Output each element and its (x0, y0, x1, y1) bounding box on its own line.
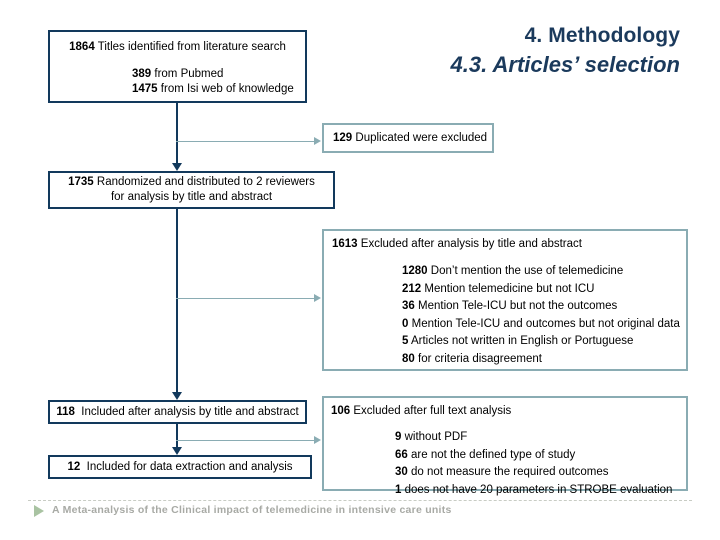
arrow-right-icon (314, 137, 321, 145)
included-title-abstract-row: 118 Included after analysis by title and… (56, 405, 298, 420)
full-text-exclusion-reason-label: does not have 20 parameters in STROBE ev… (404, 483, 673, 496)
titles-identified-heading: 1864 Titles identified from literature s… (50, 40, 305, 55)
full-text-exclusion-reason-label: without PDF (404, 431, 468, 443)
excluded-full-text-count: 106 (331, 405, 351, 417)
connector-to-excluded-full-text (176, 440, 315, 441)
connector-to-excluded-title-abstract (176, 298, 315, 299)
flow-box-duplicated-excluded: 129 Duplicated were excluded (322, 123, 494, 153)
footer-divider (28, 500, 692, 501)
full-text-exclusion-reason-row: 66 are not the defined type of study (395, 447, 686, 465)
title-line-methodology: 4. Methodology (524, 24, 680, 47)
flow-box-titles-identified: 1864 Titles identified from literature s… (48, 30, 307, 103)
page-title: 4. Methodology 4.3. Articles’ selection (360, 24, 680, 78)
included-title-abstract-label: Included after analysis by title and abs… (81, 405, 299, 418)
included-extraction-label: Included for data extraction and analysi… (86, 460, 293, 473)
excluded-full-text-heading: 106 Excluded after full text analysis (324, 398, 686, 419)
source-pubmed-count: 389 (132, 68, 152, 80)
title-line-subsection: 4.3. Articles’ selection (450, 52, 680, 77)
excluded-full-text-label: Excluded after full text analysis (353, 405, 512, 417)
exclusion-reason-row: 1280 Don’t mention the use of telemedici… (402, 263, 686, 281)
duplicated-excluded-count: 129 (333, 132, 353, 144)
exclusion-reason-row: 0 Mention Tele-ICU and outcomes but not … (402, 316, 686, 334)
source-isi-count: 1475 (132, 83, 158, 95)
included-extraction-row: 12 Included for data extraction and anal… (67, 460, 292, 475)
randomized-label-line1: Randomized and distributed to 2 reviewer… (96, 176, 315, 188)
full-text-exclusion-reason-row: 9 without PDF (395, 429, 686, 447)
footer-caption: A Meta-analysis of the Clinical impact o… (52, 504, 452, 516)
titles-identified-label: Titles identified from literature search (97, 41, 286, 53)
randomized-label-line2: for analysis by title and abstract (110, 191, 273, 203)
full-text-exclusion-reason-row: 1 does not have 20 parameters in STROBE … (395, 482, 686, 500)
randomized-text: 1735 Randomized and distributed to 2 rev… (68, 175, 315, 205)
duplicated-excluded-label: Duplicated were excluded (355, 132, 488, 144)
arrow-down-icon (172, 447, 182, 455)
flow-box-excluded-after-title-abstract: 1613 Excluded after analysis by title an… (322, 229, 688, 371)
randomized-count: 1735 (68, 176, 94, 188)
source-row-isi: 1475 from Isi web of knowledge (132, 82, 305, 97)
flow-box-excluded-after-full-text: 106 Excluded after full text analysis 9 … (322, 396, 688, 496)
connector-to-duplicated (176, 141, 315, 142)
arrow-down-icon (172, 163, 182, 171)
exclusion-reason-label: Mention telemedicine but not ICU (424, 282, 595, 295)
excluded-title-abstract-label: Excluded after analysis by title and abs… (360, 238, 582, 250)
included-extraction-count: 12 (67, 460, 81, 473)
full-text-exclusion-reason-count: 30 (395, 466, 408, 478)
exclusion-reason-row: 212 Mention telemedicine but not ICU (402, 281, 686, 299)
exclusion-reason-label: Don’t mention the use of telemedicine (430, 265, 624, 277)
exclusion-reason-label: for criteria disagreement (418, 352, 542, 365)
flow-box-included-for-extraction: 12 Included for data extraction and anal… (48, 455, 312, 479)
full-text-exclusion-reason-count: 1 (395, 483, 402, 496)
flow-box-randomized: 1735 Randomized and distributed to 2 rev… (48, 171, 335, 209)
source-isi-label: from Isi web of knowledge (160, 83, 294, 95)
exclusion-reason-count: 5 (402, 335, 409, 347)
exclusion-reason-row: 80 for criteria disagreement (402, 351, 686, 369)
source-pubmed-label: from Pubmed (154, 68, 224, 80)
exclusion-reason-count: 36 (402, 300, 415, 312)
triangle-bullet-icon (34, 505, 44, 517)
arrow-down-icon (172, 392, 182, 400)
excluded-title-abstract-heading: 1613 Excluded after analysis by title an… (324, 231, 686, 252)
duplicated-excluded-row: 129 Duplicated were excluded (324, 125, 492, 146)
arrow-right-icon (314, 294, 321, 302)
exclusion-reason-label: Mention Tele-ICU but not the outcomes (418, 300, 618, 312)
arrow-right-icon (314, 436, 321, 444)
included-title-abstract-count: 118 (56, 405, 75, 418)
connector-included-to-extraction (176, 424, 178, 451)
exclusion-reason-label: Mention Tele-ICU and outcomes but not or… (411, 317, 680, 330)
connector-randomized-to-included (176, 209, 178, 397)
titles-identified-count: 1864 (69, 41, 95, 53)
full-text-exclusion-reason-count: 9 (395, 431, 402, 443)
excluded-title-abstract-count: 1613 (332, 238, 358, 250)
exclusion-reason-count: 0 (402, 317, 409, 330)
connector-titles-to-randomized (176, 103, 178, 167)
full-text-exclusion-reason-label: are not the defined type of study (411, 448, 576, 461)
exclusion-reason-label: Articles not written in English or Portu… (410, 335, 634, 347)
full-text-exclusion-reason-row: 30 do not measure the required outcomes (395, 464, 686, 482)
exclusion-reason-row: 5 Articles not written in English or Por… (402, 333, 686, 351)
exclusion-reason-count: 1280 (402, 265, 428, 277)
full-text-exclusion-reason-count: 66 (395, 448, 408, 461)
exclusion-reason-row: 36 Mention Tele-ICU but not the outcomes (402, 298, 686, 316)
exclusion-reason-count: 212 (402, 282, 422, 295)
source-row-pubmed: 389 from Pubmed (132, 67, 305, 82)
exclusion-reason-count: 80 (402, 352, 415, 365)
flow-box-included-after-title-abstract: 118 Included after analysis by title and… (48, 400, 307, 424)
full-text-exclusion-reason-label: do not measure the required outcomes (411, 466, 609, 478)
